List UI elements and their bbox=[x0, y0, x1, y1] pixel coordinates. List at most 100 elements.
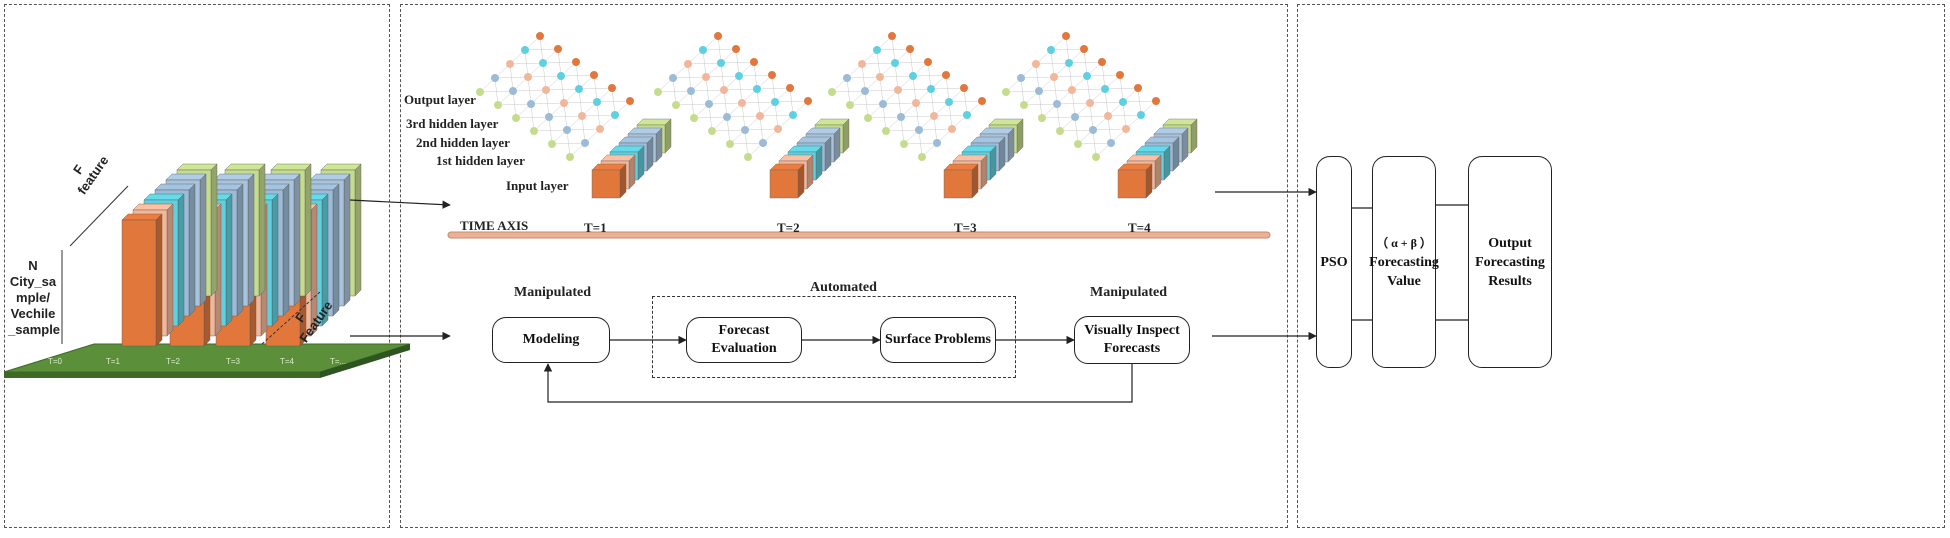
network-connection bbox=[726, 116, 731, 145]
network-node bbox=[723, 113, 731, 121]
tensor-slab-side bbox=[155, 213, 163, 347]
network-node bbox=[912, 99, 920, 107]
network-node bbox=[744, 153, 752, 161]
network-node bbox=[1056, 127, 1064, 135]
network-node bbox=[909, 72, 917, 80]
input-slab-side bbox=[797, 163, 805, 199]
network-node bbox=[804, 97, 812, 105]
network-node bbox=[578, 112, 586, 120]
input-slab-side bbox=[1007, 127, 1015, 163]
pso-box: PSO bbox=[1316, 156, 1352, 368]
network-node bbox=[897, 113, 905, 121]
network-node bbox=[753, 85, 761, 93]
network-connection bbox=[1035, 63, 1040, 92]
network-node bbox=[864, 114, 872, 122]
network-node bbox=[1098, 58, 1106, 66]
network-node bbox=[894, 86, 902, 94]
tensor-slab bbox=[121, 219, 157, 347]
network-connection bbox=[690, 90, 695, 119]
network-node bbox=[735, 72, 743, 80]
network-connection bbox=[705, 76, 710, 105]
tensor-slab-side bbox=[188, 183, 196, 317]
network-node bbox=[536, 32, 544, 40]
input-slab-side bbox=[980, 154, 988, 190]
time-axis-bar bbox=[447, 231, 1271, 239]
network-connection bbox=[1104, 88, 1109, 117]
network-connection bbox=[702, 49, 707, 78]
network-connection bbox=[1086, 75, 1091, 104]
network-connection bbox=[930, 88, 935, 117]
tensor-slab-top bbox=[165, 173, 207, 181]
tensor-slab-side bbox=[258, 163, 266, 297]
input-slab bbox=[943, 169, 973, 199]
network-connection bbox=[894, 62, 899, 91]
network-node bbox=[906, 45, 914, 53]
tensor-slab-top bbox=[259, 173, 301, 181]
network-node bbox=[1002, 88, 1010, 96]
network-connection bbox=[581, 115, 586, 144]
network-connection bbox=[1119, 74, 1124, 103]
network-node bbox=[1119, 98, 1127, 106]
network-node bbox=[882, 127, 890, 135]
network-node bbox=[756, 112, 764, 120]
base-plate-edge bbox=[4, 372, 320, 378]
network-connection bbox=[575, 61, 580, 90]
network-node bbox=[548, 140, 556, 148]
network-connection bbox=[1050, 49, 1055, 78]
network-node bbox=[726, 140, 734, 148]
network-node bbox=[563, 126, 571, 134]
network-node bbox=[771, 98, 779, 106]
network-node bbox=[738, 99, 746, 107]
tensor-slab-side bbox=[247, 173, 255, 307]
network-connection bbox=[909, 48, 914, 77]
network-node bbox=[843, 74, 851, 82]
network-node bbox=[512, 114, 520, 122]
neural-network bbox=[828, 32, 1024, 199]
network-node bbox=[1038, 114, 1046, 122]
network-node bbox=[720, 86, 728, 94]
input-slab bbox=[591, 169, 621, 199]
network-node bbox=[750, 58, 758, 66]
network-node bbox=[789, 111, 797, 119]
tensor-slab-top bbox=[320, 163, 362, 171]
time-step-2: T=2 bbox=[777, 220, 800, 235]
tensor-slab-top bbox=[132, 203, 174, 211]
network-node bbox=[506, 60, 514, 68]
network-connection bbox=[879, 76, 884, 105]
network-connection bbox=[1107, 115, 1112, 144]
network-node bbox=[1053, 100, 1061, 108]
network-connection bbox=[1101, 61, 1106, 90]
neural-network-sequence bbox=[476, 32, 1198, 199]
input-slab-side bbox=[628, 154, 636, 190]
network-node bbox=[861, 87, 869, 95]
network-node bbox=[1020, 101, 1028, 109]
manipulated-left-label: Manipulated bbox=[514, 285, 592, 300]
feedback-loop-arrow bbox=[543, 363, 1133, 403]
network-node bbox=[1062, 32, 1070, 40]
network-connection bbox=[530, 103, 535, 132]
network-node bbox=[590, 71, 598, 79]
neural-network bbox=[1002, 32, 1198, 199]
network-node bbox=[873, 46, 881, 54]
hidden-layer-2-label: 2nd hidden layer bbox=[416, 135, 510, 150]
tensor-slab-top bbox=[309, 173, 351, 181]
network-node bbox=[927, 85, 935, 93]
network-node bbox=[900, 140, 908, 148]
network-node bbox=[1101, 85, 1109, 93]
network-node bbox=[557, 72, 565, 80]
network-connection bbox=[897, 89, 902, 118]
input-slab-side bbox=[842, 118, 850, 154]
neural-network bbox=[476, 32, 672, 199]
network-node bbox=[702, 73, 710, 81]
output-layer-label: Output layer bbox=[404, 92, 476, 107]
base-tick-label: T=4 bbox=[280, 357, 295, 366]
network-connection bbox=[771, 74, 776, 103]
network-connection bbox=[891, 35, 896, 64]
time-axis-label: TIME AXIS bbox=[460, 218, 529, 233]
network-connection bbox=[756, 88, 761, 117]
network-node bbox=[1107, 139, 1115, 147]
network-connection bbox=[524, 49, 529, 78]
tensor-slab-side bbox=[225, 193, 233, 327]
